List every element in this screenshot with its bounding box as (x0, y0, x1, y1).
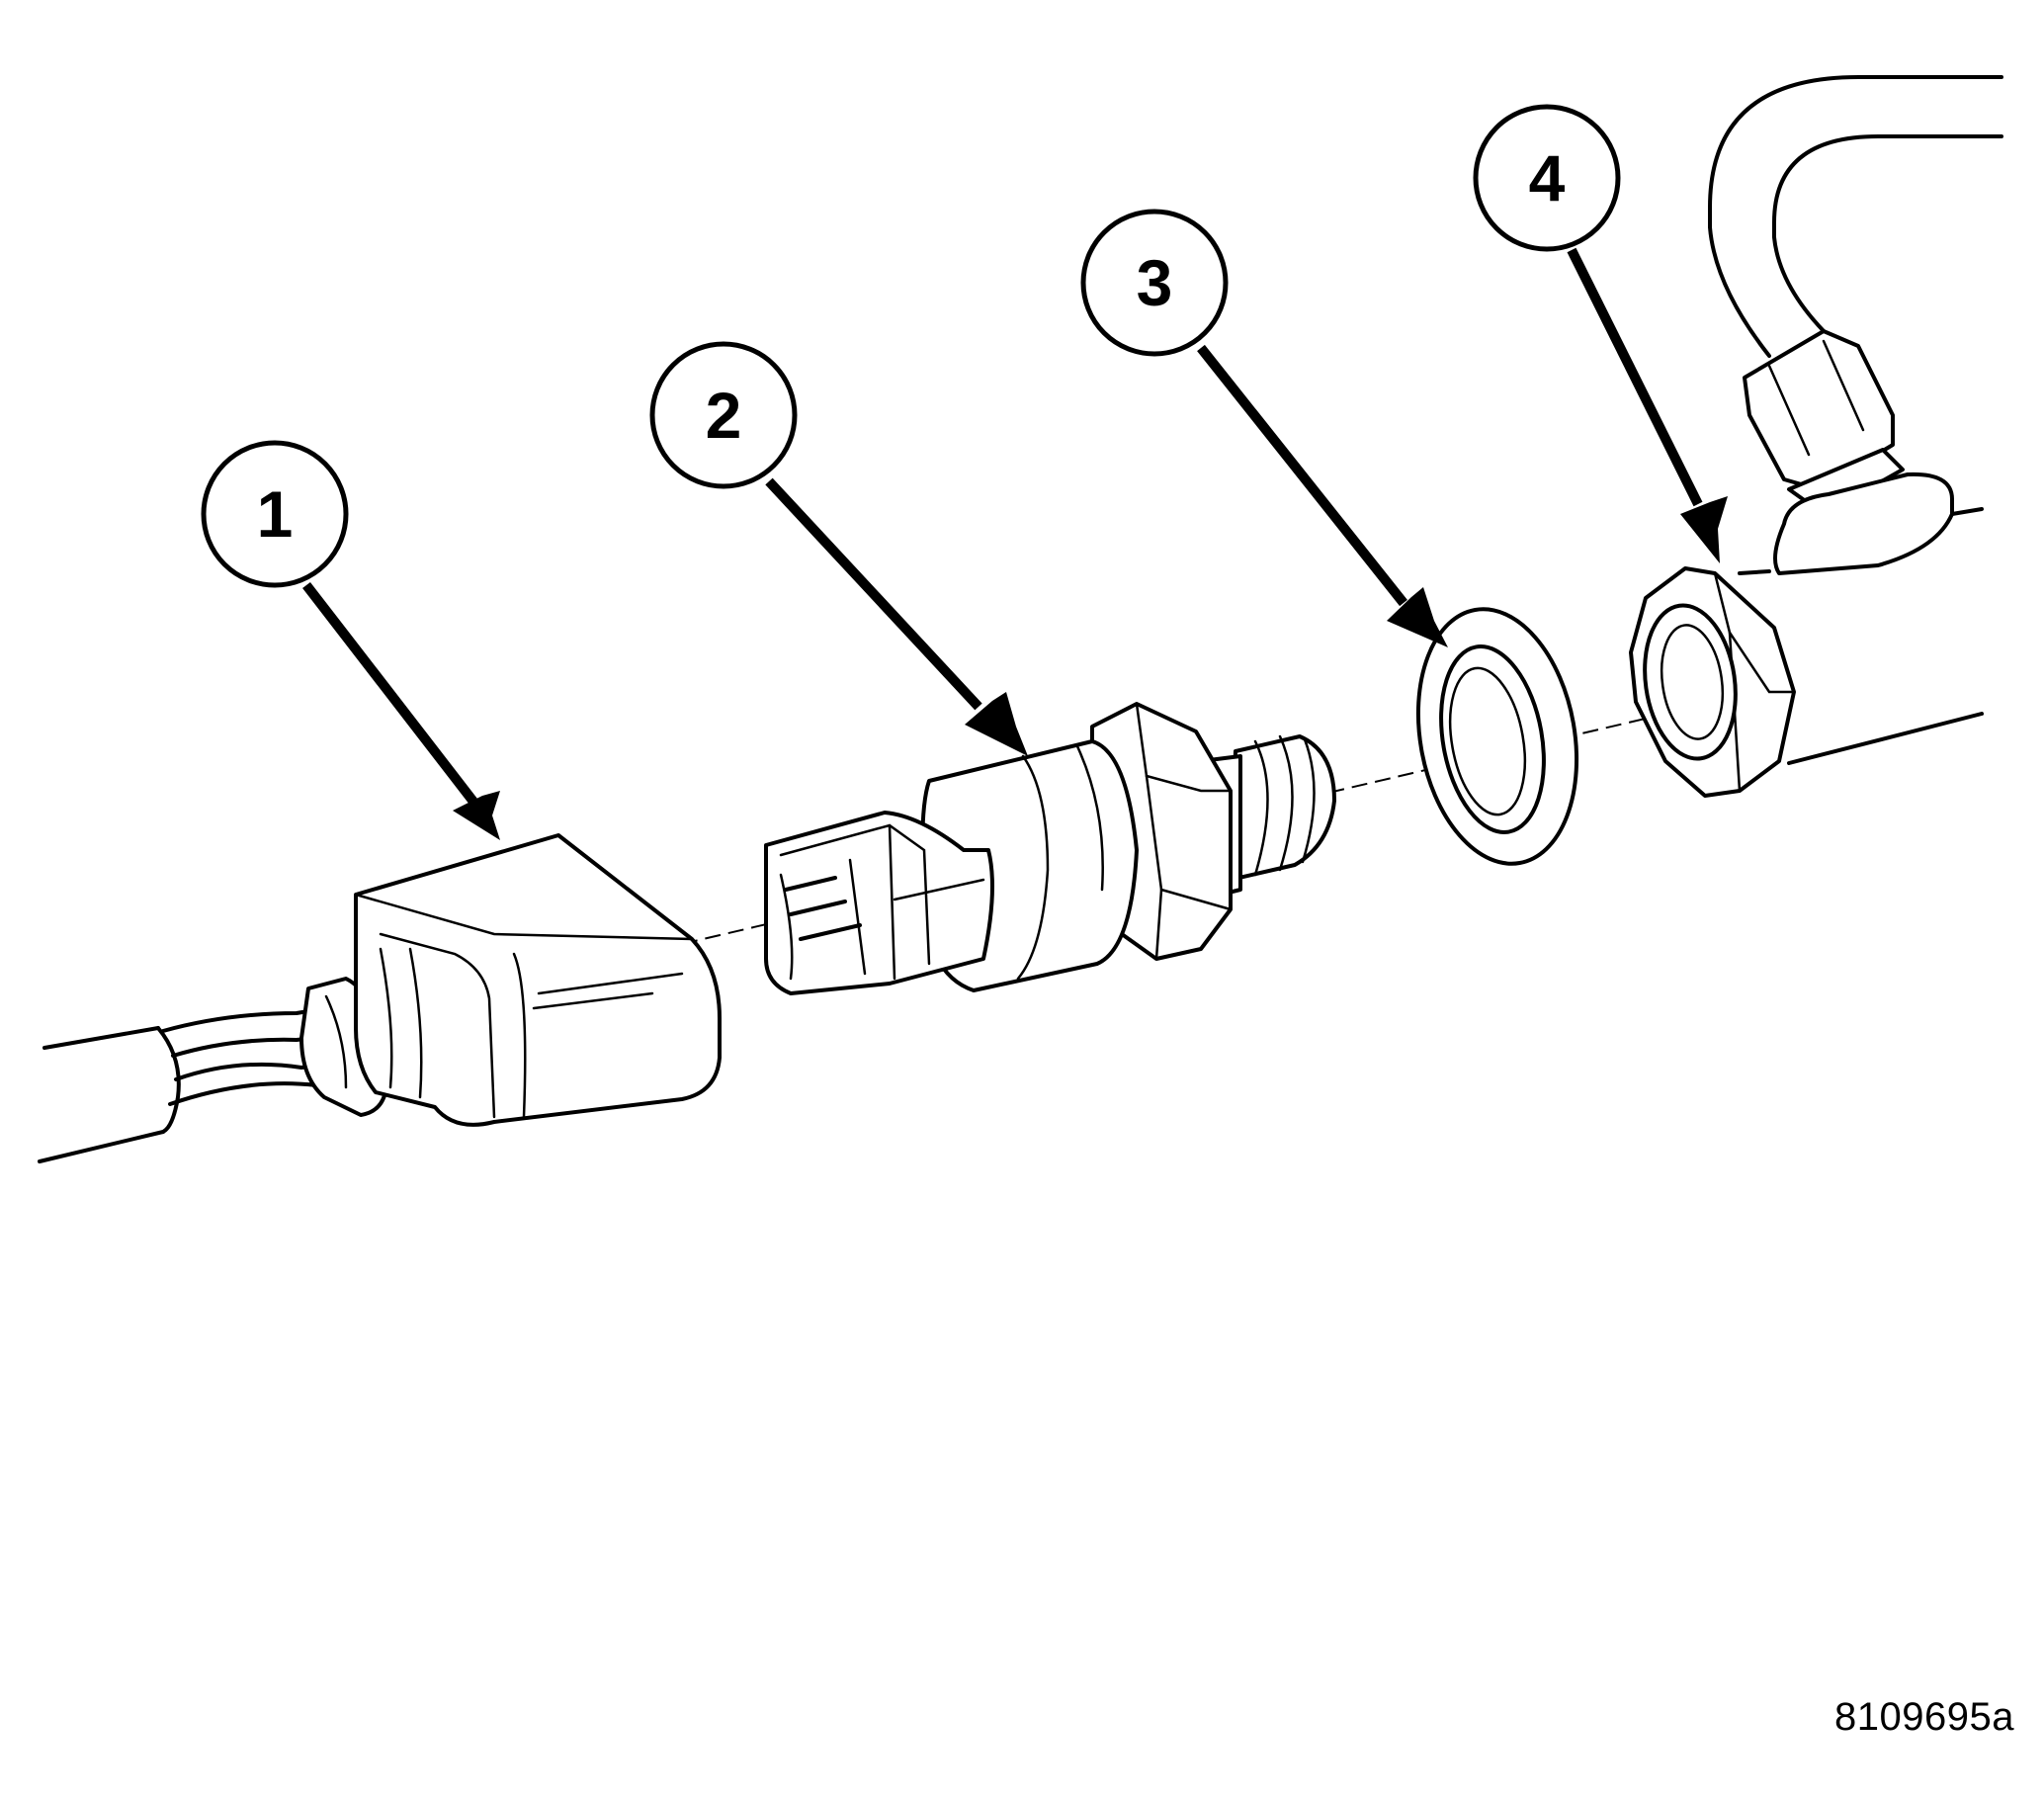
callout-4-number: 4 (1529, 141, 1566, 214)
callout-leader-2 (765, 477, 1028, 756)
mounting-nut (1629, 566, 1796, 798)
callout-3: 3 (1080, 209, 1229, 357)
sealing-washer (1415, 607, 1579, 866)
callout-leader-1 (302, 581, 500, 840)
wiring-connector (38, 833, 722, 1163)
callout-2-number: 2 (706, 379, 742, 452)
fuel-rail-tube (1708, 75, 2003, 765)
pressure-sensor (764, 702, 1336, 995)
callout-2: 2 (649, 341, 798, 489)
callout-leader-4 (1567, 247, 1728, 563)
callout-leader-3 (1197, 344, 1448, 647)
callout-1-number: 1 (257, 477, 294, 551)
callout-1: 1 (201, 440, 349, 588)
figure-id-label: 8109695a (1834, 1695, 2014, 1739)
callout-4: 4 (1473, 104, 1621, 252)
callout-3-number: 3 (1137, 246, 1173, 319)
